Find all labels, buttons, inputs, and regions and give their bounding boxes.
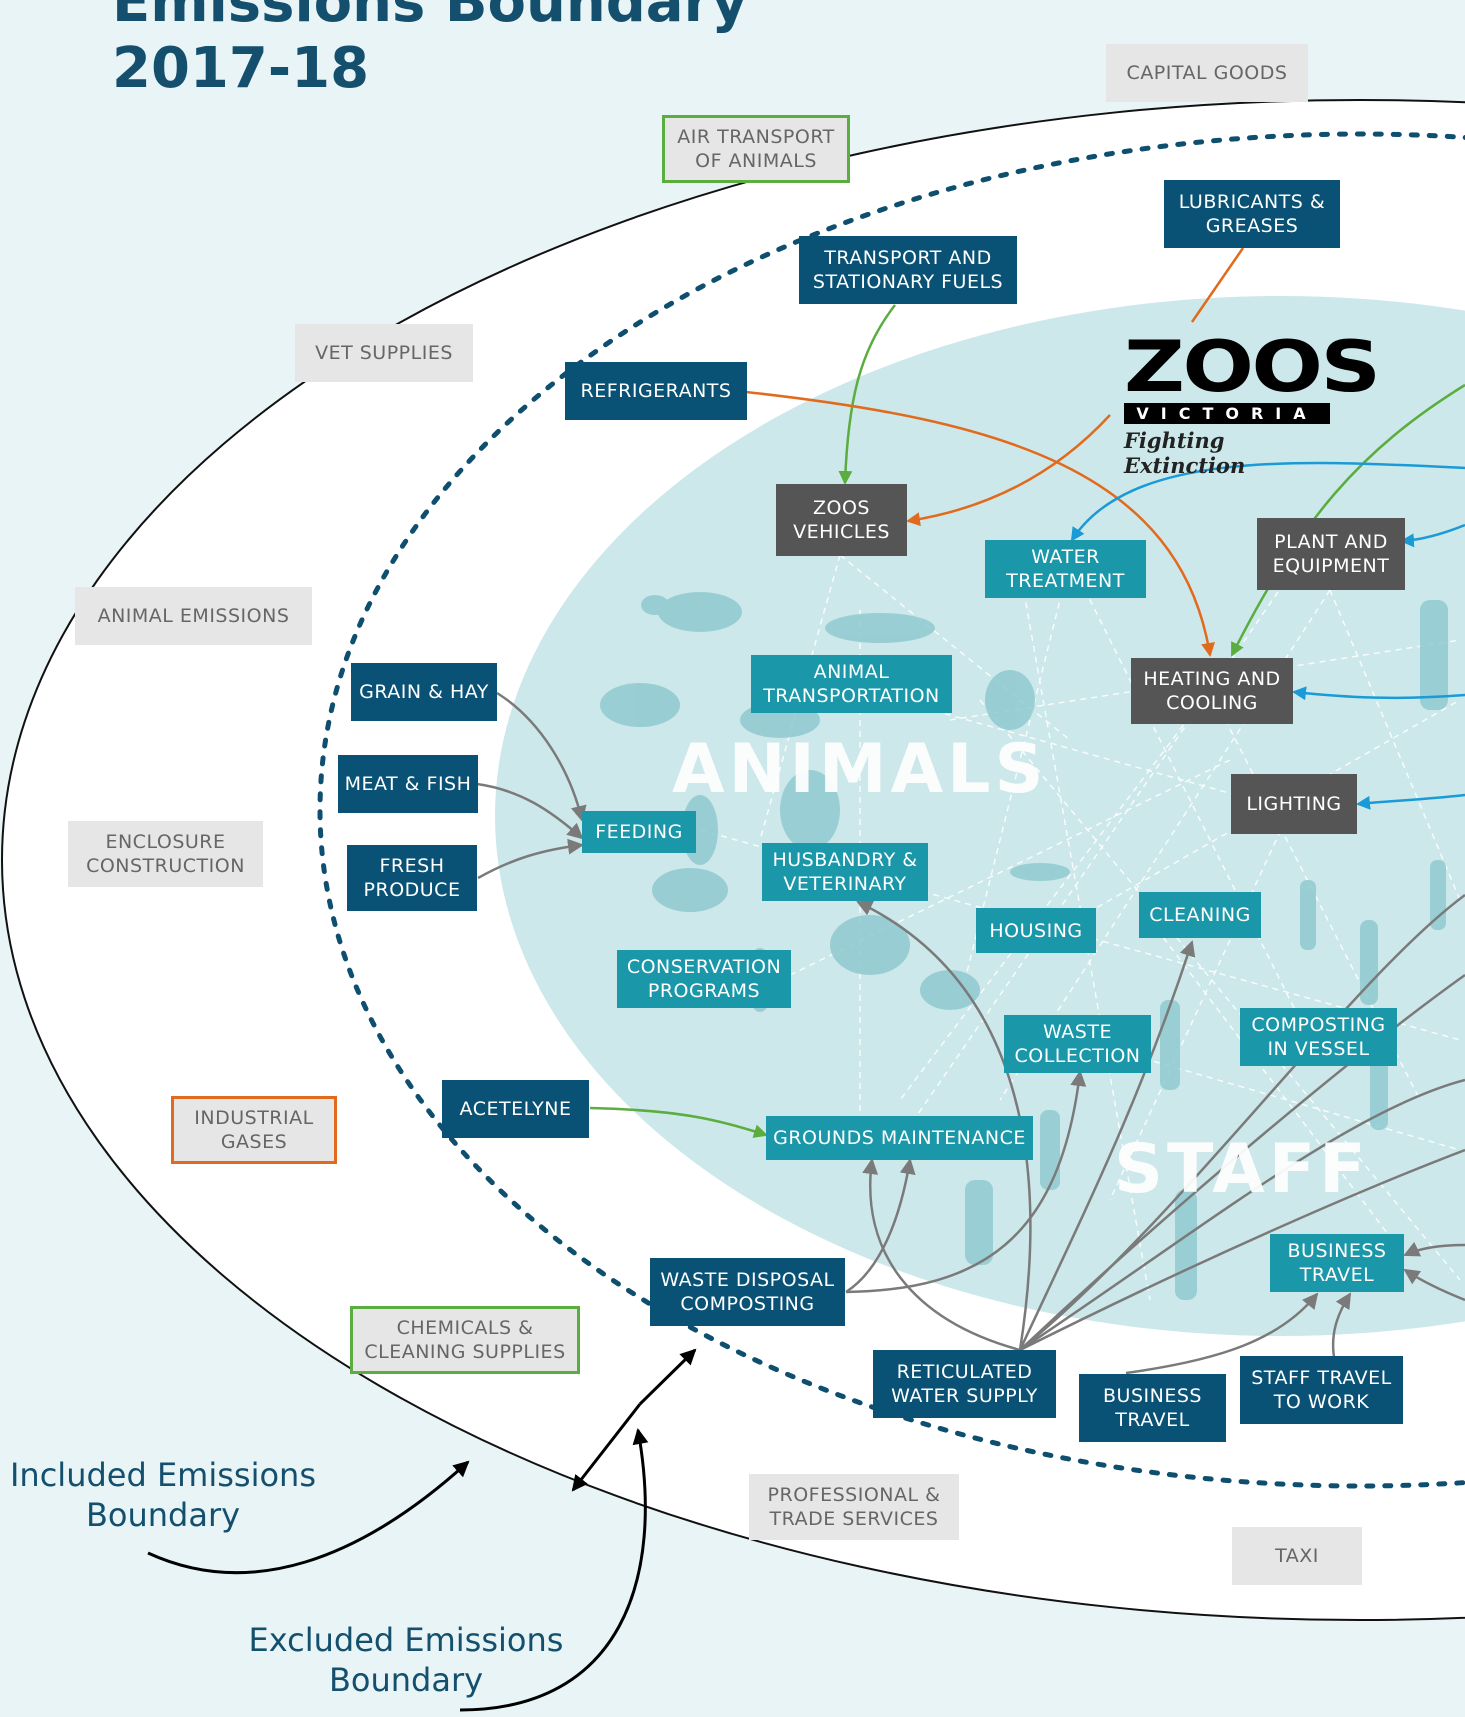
activity-water-treatment: WATER TREATMENT [985, 540, 1146, 598]
activity-feeding: FEEDING [582, 811, 696, 853]
input-waste-disposal: WASTE DISPOSAL COMPOSTING [650, 1258, 845, 1326]
input-reticulated-water: RETICULATED WATER SUPPLY [873, 1350, 1056, 1418]
input-fresh-produce: FRESH PRODUCE [347, 845, 477, 911]
legend-double-arrow [638, 1348, 697, 1406]
equipment-zoos-vehicles: ZOOS VEHICLES [776, 484, 907, 556]
input-staff-travel: STAFF TRAVEL TO WORK [1240, 1356, 1403, 1424]
activity-grounds-maintenance: GROUNDS MAINTENANCE [766, 1116, 1033, 1160]
excluded-air-transport: AIR TRANSPORT OF ANIMALS [662, 115, 850, 183]
input-business-travel: BUSINESS TRAVEL [1079, 1374, 1226, 1442]
arrow-blue-lighting [1356, 793, 1465, 810]
equipment-plant: PLANT AND EQUIPMENT [1257, 518, 1405, 590]
excluded-enclosure-construction: ENCLOSURE CONSTRUCTION [68, 821, 263, 887]
legend-arrow-included [147, 1460, 470, 1575]
page-title: Emissions Boundary 2017-18 [112, 0, 748, 102]
zone-label-staff: STAFF [1114, 1130, 1370, 1209]
activity-cleaning: CLEANING [1139, 892, 1261, 938]
arrow-refrigerants [745, 390, 1215, 657]
arrow-blue-plant [1400, 523, 1465, 548]
title-line-1: Emissions Boundary [112, 0, 748, 35]
input-grain-hay: GRAIN & HAY [351, 663, 497, 721]
activity-housing: HOUSING [976, 908, 1096, 953]
input-transport-fuels: TRANSPORT AND STATIONARY FUELS [799, 236, 1017, 304]
activity-animal-transportation: ANIMAL TRANSPORTATION [751, 655, 952, 713]
input-refrigerants: REFRIGERANTS [565, 362, 747, 420]
arrow-blue-water [1070, 461, 1465, 542]
legend-excluded: Excluded Emissions Boundary [248, 1621, 564, 1699]
input-acetelyne: ACETELYNE [442, 1080, 589, 1138]
excluded-taxi: TAXI [1232, 1527, 1362, 1585]
excluded-capital-goods: CAPITAL GOODS [1106, 44, 1308, 102]
zone-label-animals: ANIMALS [672, 730, 1048, 809]
arrow-fuels-heating [1230, 383, 1465, 657]
logo-tagline: Fighting Extinction [1124, 428, 1246, 478]
arrow-logo-vehicles [906, 414, 1111, 527]
arrow-blue-heating [1292, 686, 1465, 701]
activity-composting-vessel: COMPOSTING IN VESSEL [1240, 1008, 1397, 1066]
arrow-acetelyne-grounds [589, 1106, 768, 1138]
input-meat-fish: MEAT & FISH [338, 755, 478, 813]
activity-husbandry: HUSBANDRY & VETERINARY [762, 843, 928, 901]
input-lubricants: LUBRICANTS & GREASES [1164, 180, 1340, 248]
zoos-victoria-logo: ZOOS VICTORIA Fighting Extinction [1124, 332, 1381, 478]
title-line-2: 2017-18 [112, 36, 370, 101]
excluded-animal-emissions: ANIMAL EMISSIONS [75, 587, 312, 645]
activity-business-travel: BUSINESS TRAVEL [1270, 1234, 1404, 1292]
arrow-fuels-vehicles [838, 304, 896, 485]
equipment-heating-cooling: HEATING AND COOLING [1131, 658, 1293, 724]
excluded-chemicals: CHEMICALS & CLEANING SUPPLIES [350, 1306, 580, 1374]
excluded-industrial-gases: INDUSTRIAL GASES [171, 1096, 337, 1164]
legend-included: Included Emissions Boundary [9, 1456, 316, 1534]
legend-arrow-excluded [459, 1428, 649, 1712]
logo-name: ZOOS [1124, 326, 1381, 408]
excluded-vet-supplies: VET SUPPLIES [295, 324, 473, 382]
activity-conservation: CONSERVATION PROGRAMS [617, 950, 791, 1008]
excluded-professional-services: PROFESSIONAL & TRADE SERVICES [749, 1474, 959, 1540]
excluded-boundary [317, 131, 1465, 1489]
activity-waste-collection: WASTE COLLECTION [1004, 1015, 1151, 1073]
inner-core [495, 296, 1465, 1336]
arrow-lubricants [1190, 247, 1245, 323]
logo-sub: VICTORIA [1124, 403, 1330, 424]
equipment-lighting: LIGHTING [1231, 774, 1357, 834]
